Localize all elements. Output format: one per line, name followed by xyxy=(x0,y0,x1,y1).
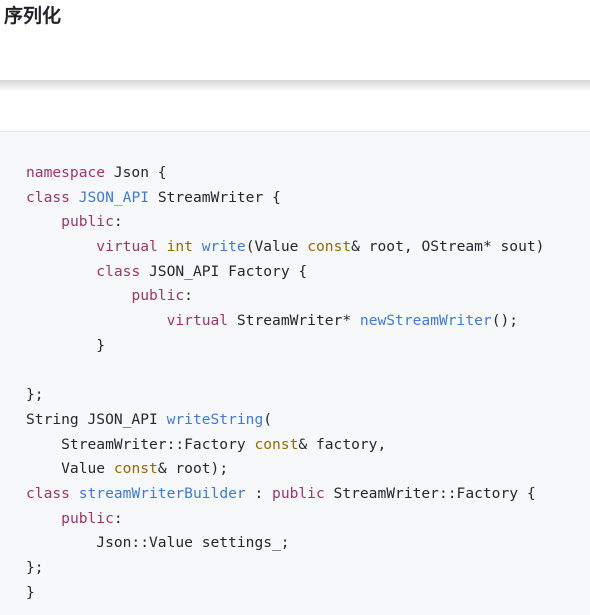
code-token: int xyxy=(166,238,193,256)
code-line: class JSON_API StreamWriter { xyxy=(26,186,544,211)
code-token: class xyxy=(26,484,70,502)
code-token: Json::Value settings_; xyxy=(26,534,290,552)
code-line: namespace Json { xyxy=(26,161,544,186)
code-token: JSON_API Factory { xyxy=(140,262,308,280)
code-line: public: xyxy=(26,210,544,235)
code-token: : xyxy=(184,287,193,305)
header-shadow-divider xyxy=(0,80,590,91)
code-block: namespace Json {class JSON_API StreamWri… xyxy=(0,131,590,615)
code-token: & factory, xyxy=(298,435,387,453)
code-token xyxy=(193,238,202,255)
code-token xyxy=(158,238,167,255)
code-line: virtual StreamWriter* newStreamWriter(); xyxy=(26,309,544,334)
code-token: namespace xyxy=(26,164,106,181)
code-content: namespace Json {class JSON_API StreamWri… xyxy=(26,161,544,605)
code-token: JSON_API xyxy=(78,188,150,206)
code-line: public: xyxy=(26,507,544,532)
code-token: const xyxy=(307,238,352,256)
code-token xyxy=(26,510,61,527)
code-line: ​ xyxy=(26,359,544,384)
section-heading: 序列化 xyxy=(4,5,62,27)
code-token: & root); xyxy=(157,460,229,478)
code-token: newStreamWriter xyxy=(359,312,492,330)
code-line: } xyxy=(26,334,544,359)
code-token: class xyxy=(96,262,141,280)
code-token: StreamWriter::Factory xyxy=(26,435,255,453)
code-token: virtual xyxy=(96,238,158,256)
code-token xyxy=(70,485,79,502)
code-token: StreamWriter* xyxy=(228,312,360,330)
code-line: }; xyxy=(26,383,544,408)
code-line: Value const& root); xyxy=(26,457,544,482)
code-token xyxy=(26,238,96,255)
code-token: virtual xyxy=(166,312,229,330)
code-token: Json { xyxy=(105,164,167,181)
code-token: const xyxy=(113,460,158,478)
code-token: public xyxy=(61,509,114,527)
code-token xyxy=(70,189,79,206)
code-token: const xyxy=(254,435,299,453)
code-line: }; xyxy=(26,556,544,581)
code-token: (); xyxy=(491,312,519,330)
code-token: : xyxy=(113,213,123,231)
code-token: }; xyxy=(26,386,44,404)
code-token: writeString xyxy=(166,410,264,428)
code-token: (Value xyxy=(245,238,308,256)
code-token xyxy=(26,312,167,329)
code-token: public xyxy=(131,287,185,305)
code-token: public xyxy=(61,213,114,231)
code-token: StreamWriter::Factory { xyxy=(324,484,536,502)
code-token: } xyxy=(26,583,35,601)
code-line: virtual int write(Value const& root, OSt… xyxy=(26,235,544,260)
code-token: }; xyxy=(26,559,44,576)
code-token: StreamWriter { xyxy=(149,188,281,206)
code-token: ( xyxy=(263,410,273,428)
code-token: Value xyxy=(26,460,114,478)
code-line: } xyxy=(26,581,544,606)
code-token: & root, OStream* sout) xyxy=(351,238,545,256)
code-token xyxy=(26,213,61,230)
code-token: : xyxy=(245,484,273,502)
code-token: String JSON_API xyxy=(26,410,167,428)
code-token: } xyxy=(26,336,106,354)
code-line: String JSON_API writeString( xyxy=(26,408,544,433)
code-line: Json::Value settings_; xyxy=(26,531,544,556)
code-token: public xyxy=(272,484,325,502)
code-token: write xyxy=(201,238,246,256)
code-token: : xyxy=(113,509,123,527)
code-line: class JSON_API Factory { xyxy=(26,260,544,285)
code-line: StreamWriter::Factory const& factory, xyxy=(26,433,544,458)
code-token xyxy=(26,263,96,280)
code-line: public: xyxy=(26,284,544,309)
code-token xyxy=(26,287,131,304)
code-line: class streamWriterBuilder : public Strea… xyxy=(26,482,544,507)
code-token: streamWriterBuilder xyxy=(78,484,246,502)
code-token: class xyxy=(26,188,70,206)
